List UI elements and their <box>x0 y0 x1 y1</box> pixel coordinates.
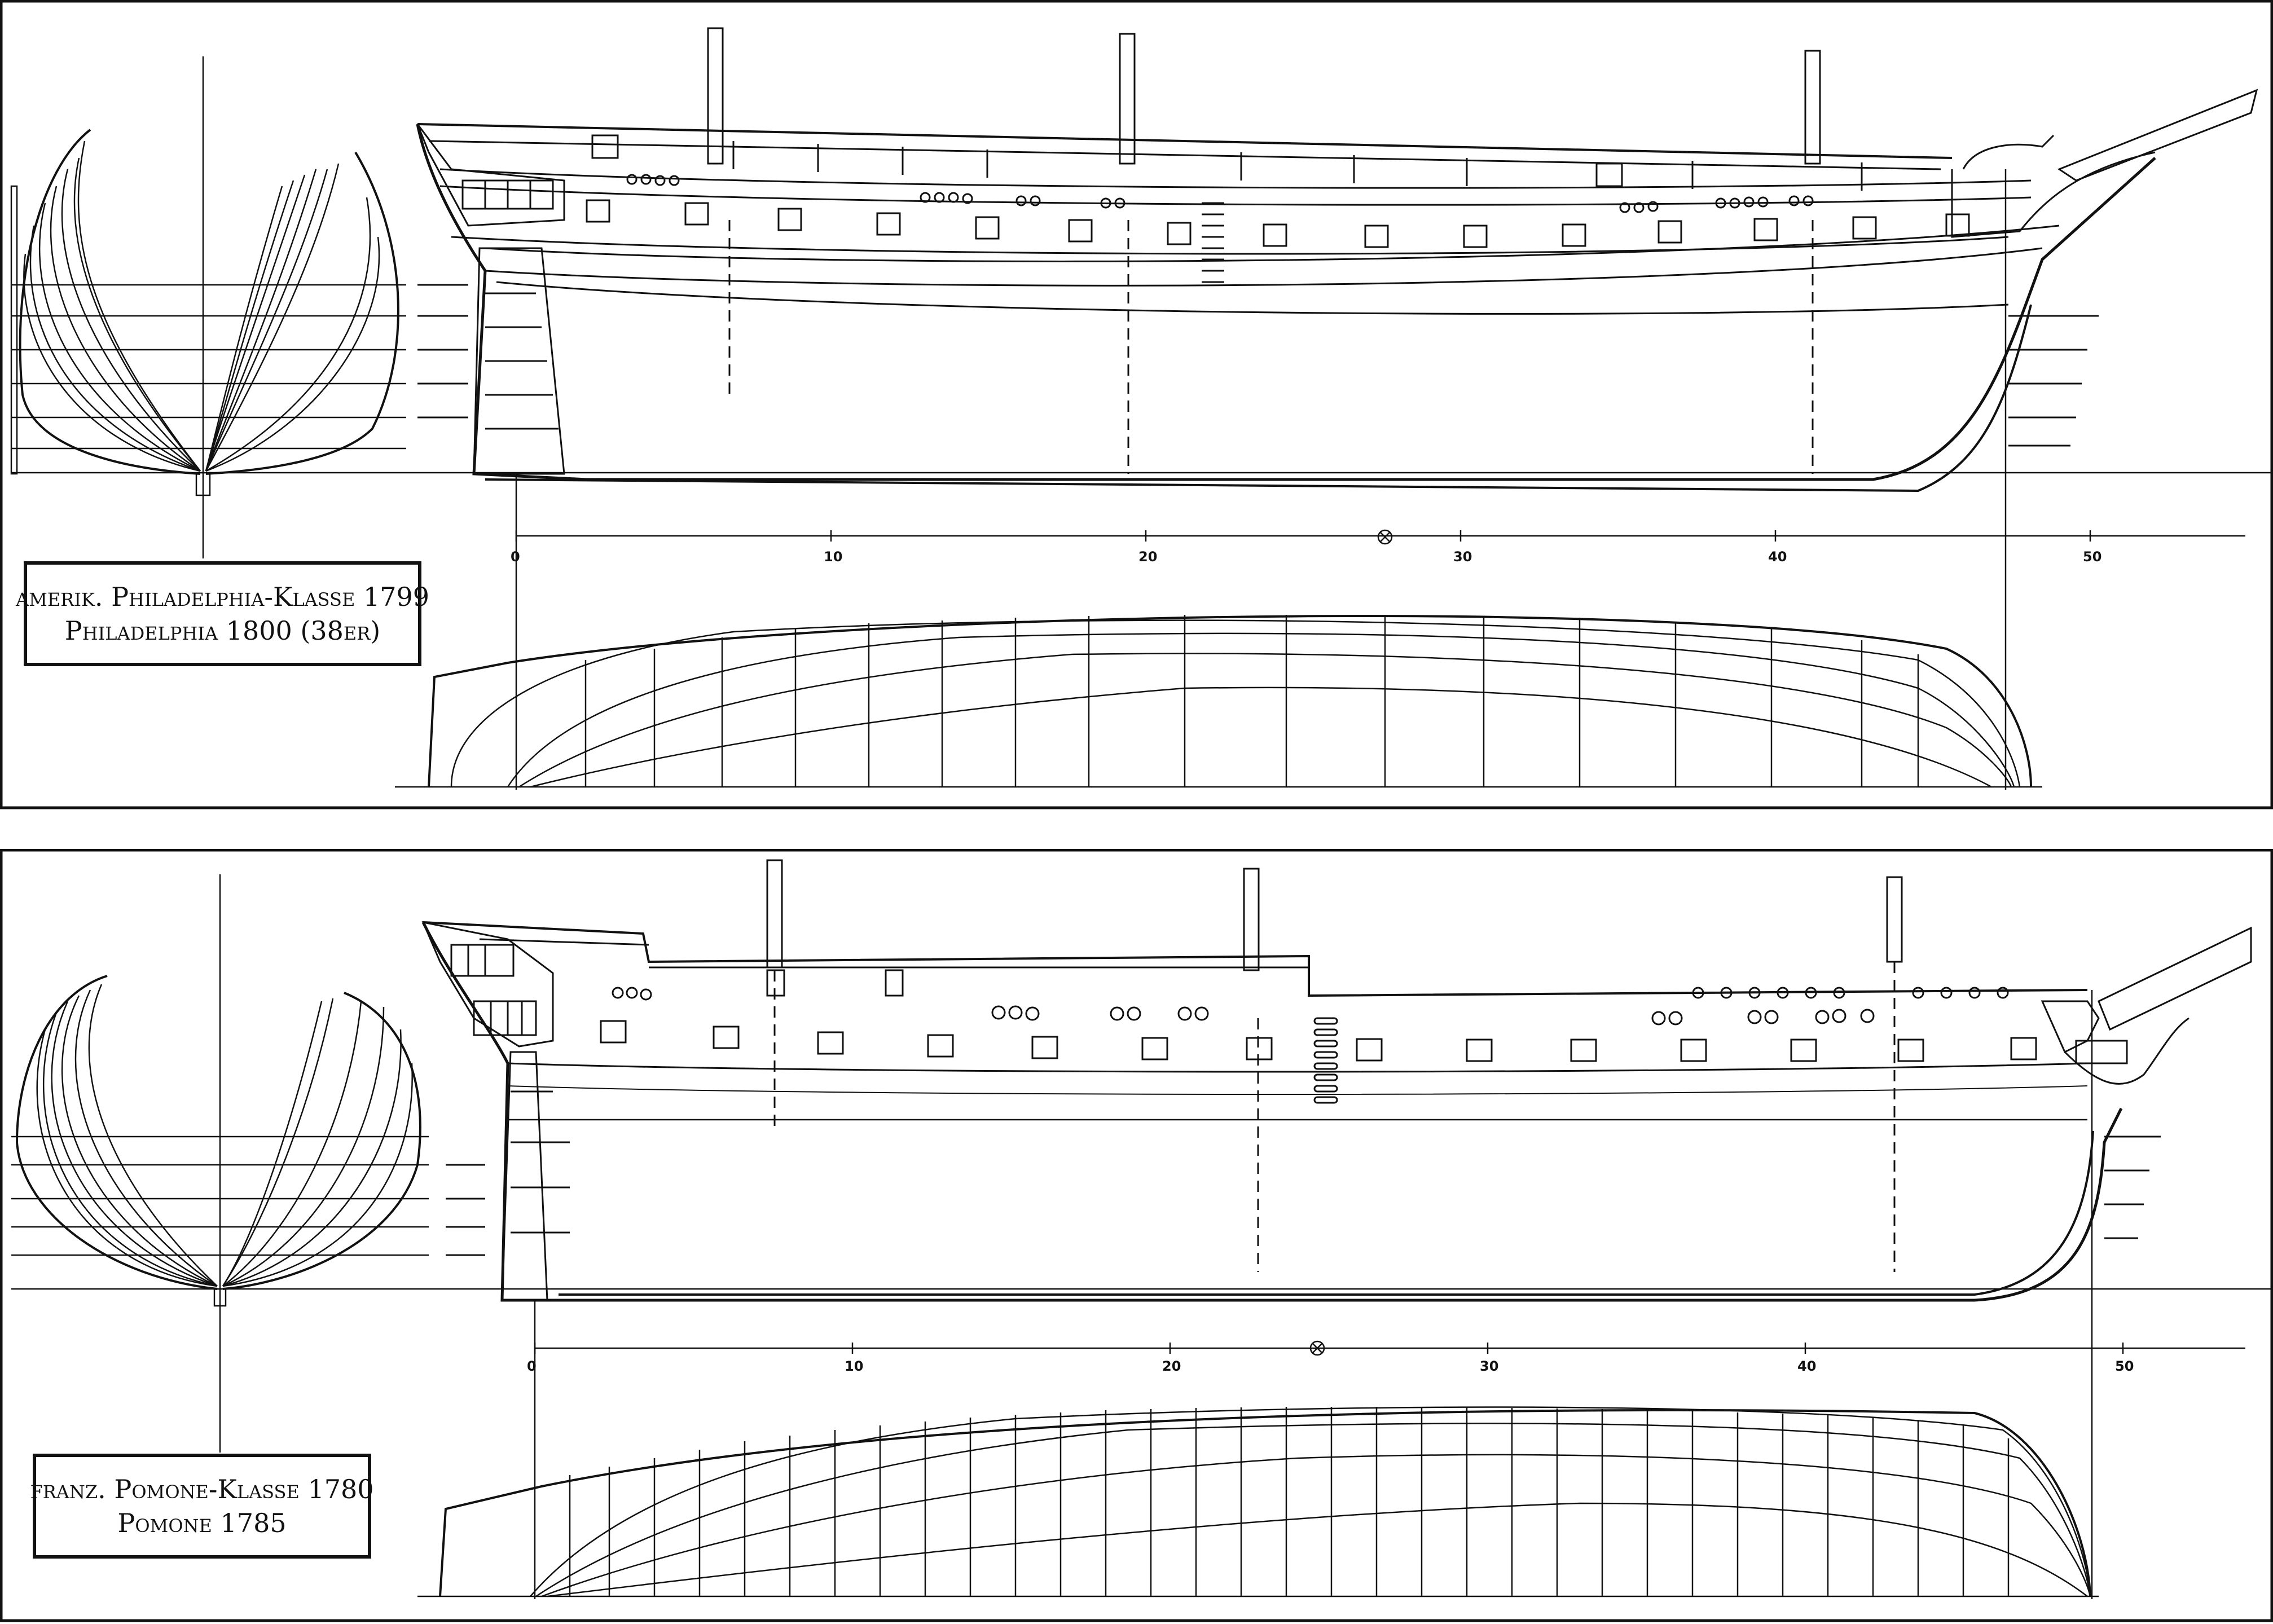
half-breadth-plan <box>395 615 2042 788</box>
scale-label: 30 <box>1480 1358 1498 1374</box>
panel-frame <box>0 0 2273 809</box>
scale-labels-top: 0 10 20 30 40 50 <box>511 549 2101 565</box>
scale-label: 40 <box>1797 1358 1816 1374</box>
scale-label: 20 <box>1138 549 1157 565</box>
philadelphia-plan-panel: 0 10 20 30 40 50 amerik. Philadelphia-Kl… <box>0 0 2273 809</box>
scale-label: 0 <box>511 549 520 565</box>
scale-label: 40 <box>1768 549 1787 565</box>
scale-bar-bottom <box>534 1300 2245 1599</box>
scale-label: 10 <box>845 1358 863 1374</box>
scale-label: 20 <box>1162 1358 1181 1374</box>
ship-caption-box: amerik. Philadelphia-Klasse 1799 Philade… <box>16 561 429 666</box>
body-plan <box>11 874 429 1453</box>
philadelphia-drawing: 0 10 20 30 40 50 <box>0 0 2273 809</box>
scale-labels-bottom: 0 10 20 30 40 50 <box>527 1358 2134 1374</box>
caption-class-line: franz. Pomone-Klasse 1780 <box>30 1474 374 1504</box>
sheer-plan <box>421 859 2273 1599</box>
scale-bar-top <box>515 477 2245 790</box>
scale-label: 50 <box>2115 1358 2134 1374</box>
scale-label: 30 <box>1453 549 1472 565</box>
scale-label: 0 <box>527 1358 537 1374</box>
pomone-drawing: 0 10 20 30 40 50 <box>0 849 2273 1622</box>
caption-ship-line: Philadelphia 1800 (38er) <box>64 615 381 646</box>
scale-label: 50 <box>2083 549 2101 565</box>
scale-label: 10 <box>824 549 842 565</box>
ship-caption-box: franz. Pomone-Klasse 1780 Pomone 1785 <box>30 1454 374 1559</box>
pomone-plan-panel: 0 10 20 30 40 50 franz. Pomone-Klasse 17… <box>0 849 2273 1624</box>
body-plan <box>10 56 406 558</box>
caption-class-line: amerik. Philadelphia-Klasse 1799 <box>15 582 430 612</box>
panel-frame <box>0 849 2273 1622</box>
sheer-plan <box>406 27 2273 790</box>
caption-ship-line: Pomone 1785 <box>117 1508 287 1538</box>
half-breadth-plan <box>417 1406 2099 1597</box>
